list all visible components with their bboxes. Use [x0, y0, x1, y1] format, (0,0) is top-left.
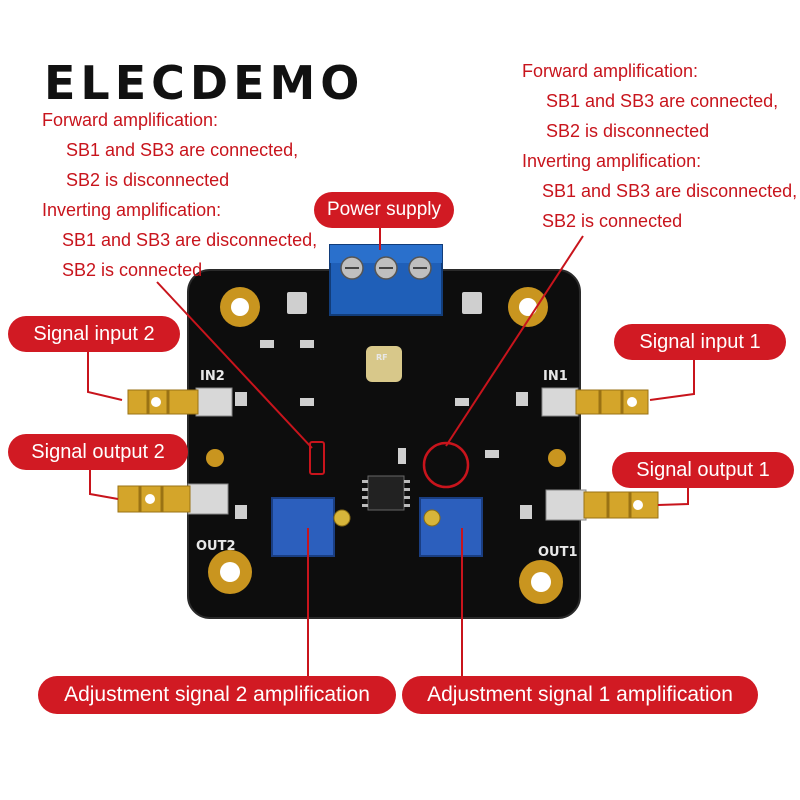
sma-connector-out2	[117, 483, 229, 515]
op-amp-chip	[367, 475, 405, 511]
mounting-hole-bl	[208, 550, 252, 594]
power-terminal-block	[329, 244, 443, 316]
note-line: Inverting amplification:	[42, 200, 222, 220]
potentiometer-2	[271, 497, 351, 557]
mounting-hole-tr	[508, 287, 548, 327]
note-line: Forward amplification:	[522, 61, 699, 81]
potentiometer-1	[419, 497, 483, 557]
note-line: SB1 and SB3 are disconnected,	[542, 181, 798, 201]
sma-connector-in1	[541, 387, 649, 417]
mounting-hole-br	[519, 560, 563, 604]
note-line: SB2 is connected	[542, 211, 683, 231]
signal-output-2-label: Signal output 2	[8, 434, 188, 470]
note-line: SB1 and SB3 are disconnected,	[62, 230, 318, 250]
sma-connector-in2	[127, 387, 233, 417]
note-line: SB2 is disconnected	[546, 121, 710, 141]
note-line: SB1 and SB3 are connected,	[66, 140, 299, 160]
power-supply-label: Power supply	[314, 192, 454, 228]
note-line: Inverting amplification:	[522, 151, 702, 171]
silk-out2: OUT2	[196, 539, 236, 554]
note-line: SB1 and SB3 are connected,	[546, 91, 779, 111]
silk-out1: OUT1	[538, 545, 578, 560]
adjustment-1-label: Adjustment signal 1 amplification	[402, 676, 758, 714]
mounting-hole-tl	[220, 287, 260, 327]
left-notes: Forward amplification: SB1 and SB3 are c…	[42, 105, 317, 285]
rf-logo: RF	[366, 346, 402, 382]
brand-logo-text: ELECDEMO	[44, 56, 365, 110]
sma-connector-out1	[545, 489, 659, 521]
adjustment-2-label: Adjustment signal 2 amplification	[38, 676, 396, 714]
note-line: Forward amplification:	[42, 110, 219, 130]
rf-text: RF	[376, 353, 388, 362]
silk-in2: IN2	[200, 369, 225, 384]
note-line: SB2 is disconnected	[66, 170, 230, 190]
note-line: SB2 is connected	[62, 260, 203, 280]
signal-output-1-label: Signal output 1	[612, 452, 794, 488]
signal-input-1-label: Signal input 1	[614, 324, 786, 360]
right-notes: Forward amplification: SB1 and SB3 are c…	[522, 56, 797, 236]
signal-input-2-label: Signal input 2	[8, 316, 180, 352]
silk-in1: IN1	[543, 369, 568, 384]
